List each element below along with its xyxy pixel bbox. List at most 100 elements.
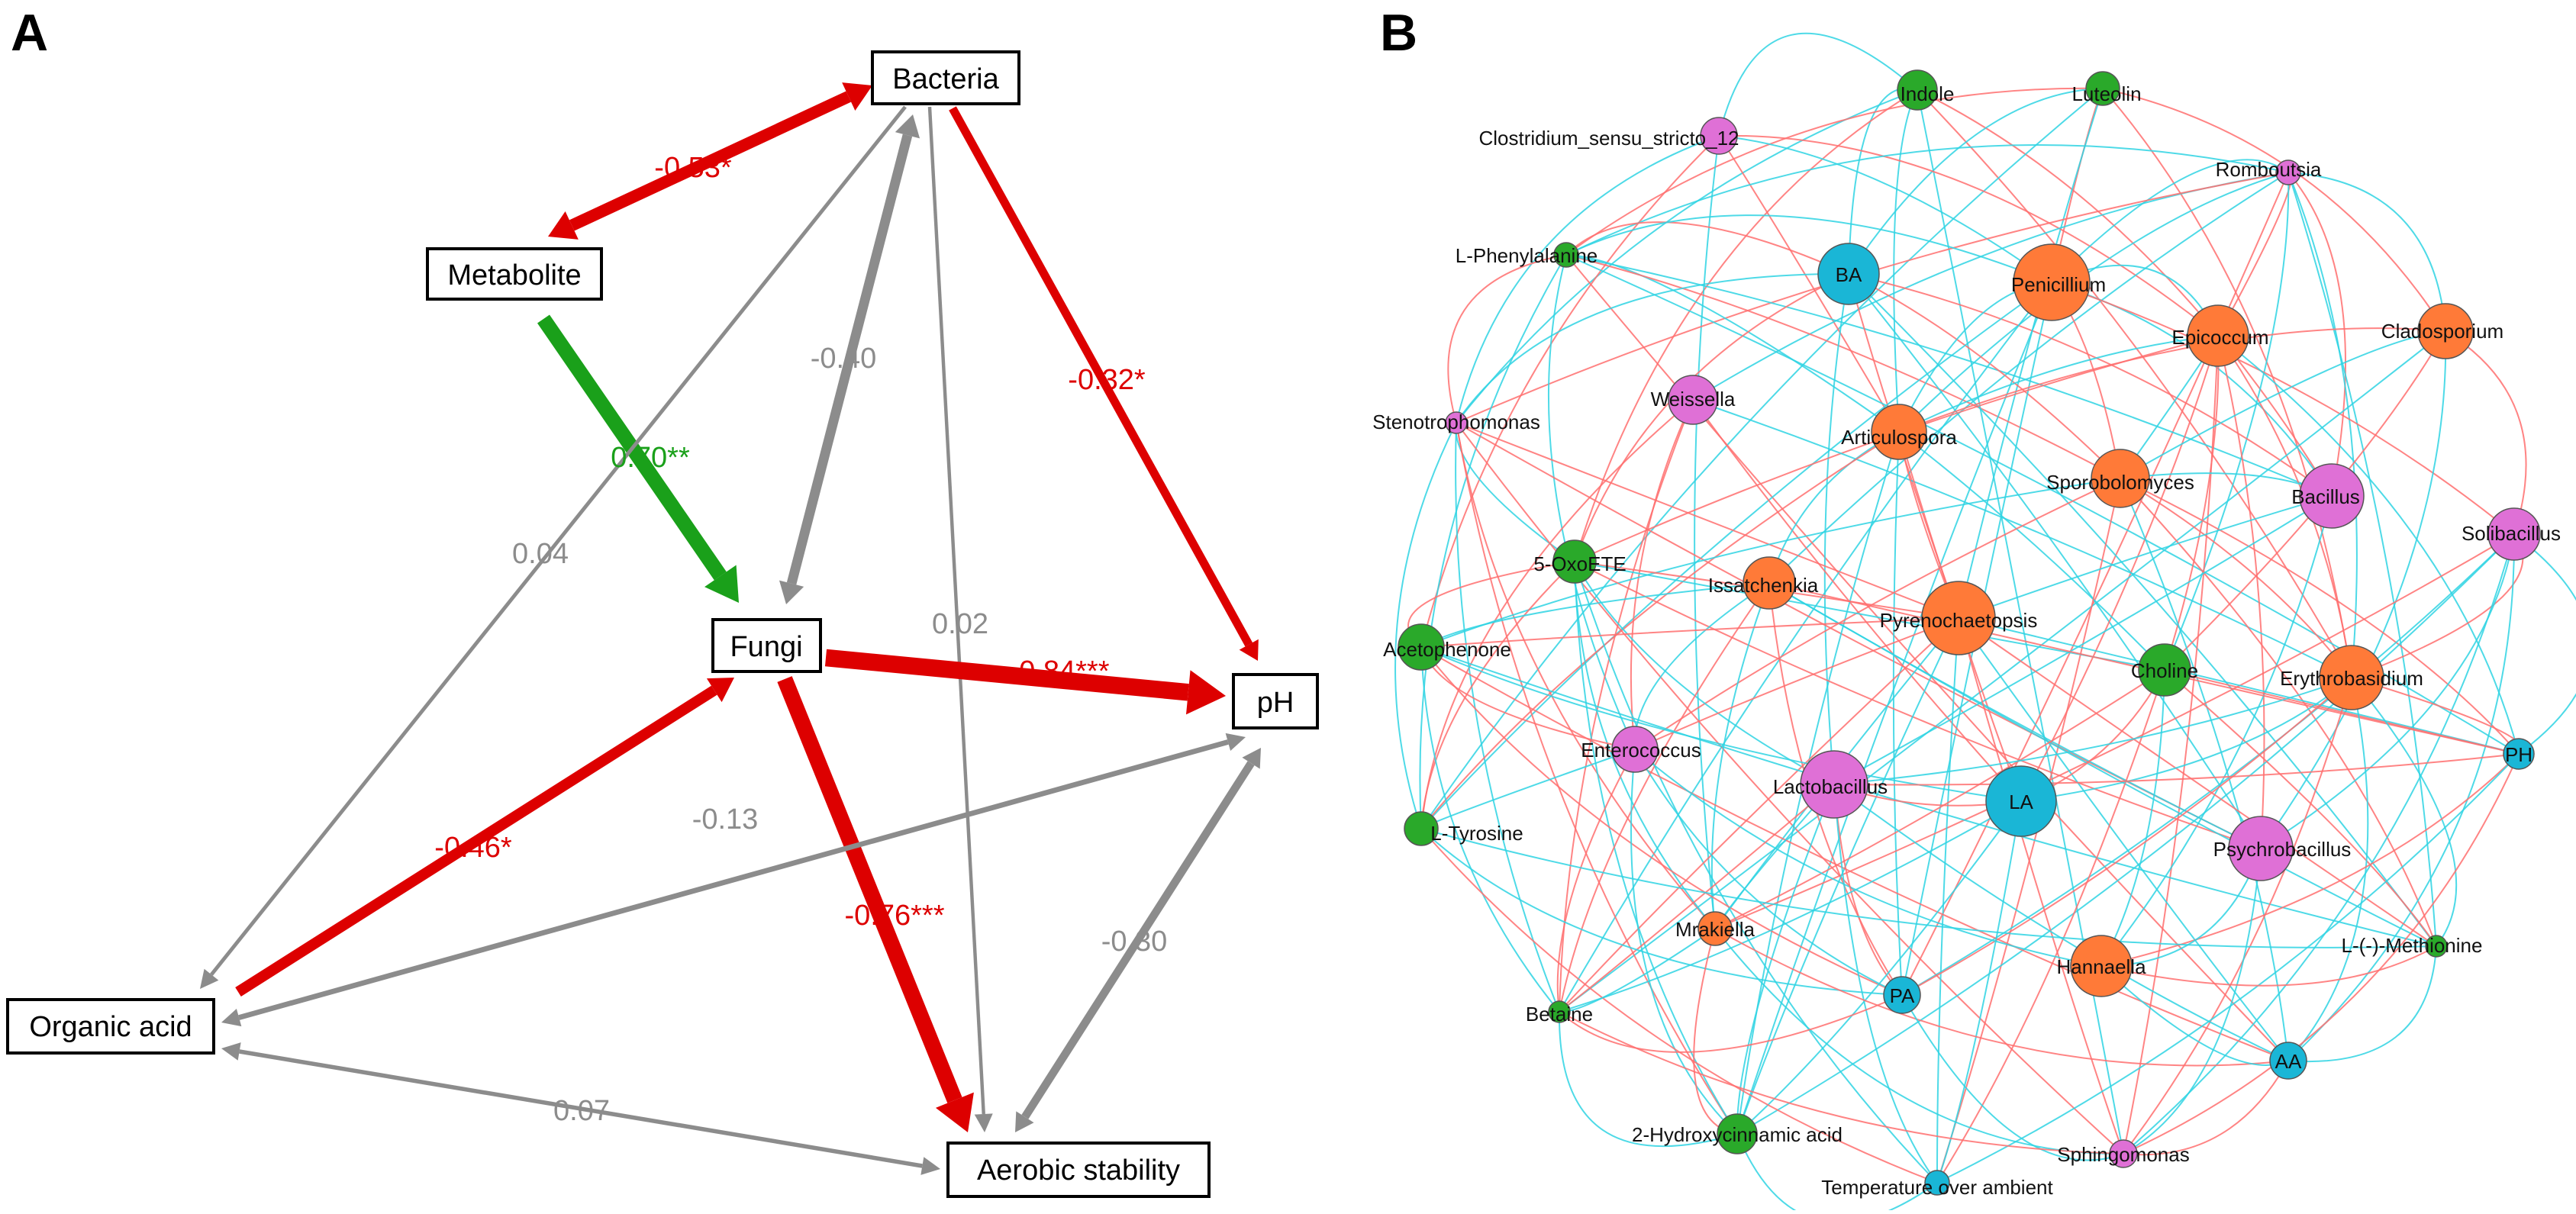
network-node-mrakiella [1697, 911, 1733, 946]
path-organic-acid-fungi-arrowhead [706, 678, 734, 703]
path-bacteria-metabolite-arrowhead-start [842, 82, 872, 111]
network-node-clostridium-sensu-stricto-12 [1700, 117, 1738, 155]
network-node-label-5-oxoete: 5-OxoETE [1533, 552, 1626, 575]
network-edge-131 [1559, 582, 1770, 1013]
path-organic-acid-ph-arrowhead [1225, 733, 1246, 752]
network-edges [1394, 32, 2576, 1214]
network-edge-181 [1420, 828, 1903, 996]
coefficient-label-ph-aerobic: -0.30 [1101, 926, 1168, 958]
network-node-label-2-hydroxycinnamic-acid: 2-Hydroxycinnamic acid [1632, 1123, 1843, 1146]
network-edge-108 [2513, 533, 2576, 755]
box-ph-frame [1232, 673, 1319, 729]
network-node-label-acetophenone: Acetophenone [1383, 638, 1511, 661]
network-edge-119 [1420, 561, 1575, 829]
network-edge-155 [2020, 677, 2352, 802]
network-node-sphingomonas [2109, 1139, 2138, 1168]
network-edge-99 [1634, 478, 2121, 750]
network-edge-79 [1420, 399, 1694, 829]
network-edge-160 [2123, 677, 2352, 1154]
network-edge-101 [2120, 478, 2437, 947]
network-edge-113 [1736, 533, 2515, 1135]
network-node-label-weissella: Weissella [1651, 388, 1736, 411]
network-node-label-l-phenylalanine: L-Phenylalanine [1456, 244, 1598, 267]
network-edge-3 [1893, 89, 1918, 433]
path-diagram-edges [200, 82, 1261, 1175]
network-edge-59 [1559, 282, 2052, 1013]
network-edge-141 [1936, 617, 1959, 1183]
network-node-penicillium [2013, 243, 2091, 321]
coefficient-label-bacteria-metabolite: -0.53* [654, 152, 732, 184]
coefficient-label-organic-acid-fungi: -0.46* [434, 832, 512, 864]
network-edge-43 [1565, 254, 2289, 1061]
box-aerobic-stability: Aerobic stability [946, 1142, 1211, 1198]
network-edge-51 [1848, 273, 2437, 947]
network-edge-85 [1456, 422, 1716, 929]
network-node-erythrobasidium [2319, 645, 2384, 710]
network-node-indole [1897, 69, 1938, 111]
network-edge-193 [1901, 994, 2124, 1161]
network-node-psychrobacillus [2228, 816, 2294, 881]
network-edge-30 [2164, 172, 2290, 671]
network-node-label-aa: AA [2275, 1050, 2302, 1073]
network-node-la [1985, 765, 2057, 837]
network-edge-159 [2287, 677, 2369, 1061]
network-edge-95 [1736, 431, 1900, 1135]
network-edge-192 [1559, 994, 1903, 1053]
network-edge-56 [2051, 282, 2515, 535]
network-edge-42 [1419, 254, 1567, 829]
network-edge-76 [1692, 399, 2352, 678]
network-edge-93 [1420, 431, 1900, 829]
network-node-aa [2269, 1042, 2307, 1080]
network-node-label-articulospora: Articulospora [1841, 426, 1957, 449]
network-edge-18 [1718, 135, 1900, 433]
path-bacteria-ph-arrowhead [1239, 639, 1259, 661]
network-node-luteolin [2085, 71, 2120, 106]
network-edge-24 [2287, 172, 2446, 332]
network-edge-14 [1420, 88, 2104, 829]
path-organic-acid-aerobic-arrowhead [920, 1157, 940, 1175]
path-organic-acid-ph-arrowhead-start [221, 1008, 242, 1027]
network-edge-171 [1833, 784, 2289, 1061]
network-edge-5 [1574, 89, 1918, 562]
network-node-ba [1817, 243, 1880, 305]
network-node-label-ba: BA [1836, 263, 1862, 286]
network-node-stenotrophomonas [1445, 411, 1468, 434]
network-edge-189 [2100, 945, 2437, 987]
network-edge-172 [1736, 784, 1835, 1135]
network-edge-20 [1694, 135, 1720, 929]
network-edge-83 [1394, 422, 1457, 829]
coefficient-label-bacteria-ph: -0.32* [1068, 364, 1146, 396]
network-edge-67 [2217, 335, 2520, 755]
path-ph-aerobic-line [1021, 761, 1255, 1119]
path-metabolite-fungi-arrowhead [704, 565, 739, 603]
box-metabolite-label: Metabolite [447, 259, 581, 291]
network-edge-9 [1848, 88, 2104, 275]
network-node-label-stenotrophomonas: Stenotrophomonas [1372, 411, 1540, 433]
network-edge-13 [2102, 88, 2352, 678]
path-bacteria-ph-line [949, 106, 1253, 647]
path-bacteria-organic-acid [200, 105, 907, 989]
network-edge-104 [1958, 495, 2333, 619]
network-node-label-ph: PH [2505, 743, 2532, 766]
network-edge-69 [2123, 335, 2219, 1154]
path-bacteria-fungi [779, 114, 920, 604]
network-edge-184 [2123, 848, 2262, 1154]
network-edge-151 [2100, 669, 2165, 967]
network-edge-87 [1456, 422, 1738, 1135]
network-edge-61 [1898, 335, 2219, 433]
network-edge-157 [2351, 677, 2458, 947]
network-node-label-choline: Choline [2131, 659, 2198, 682]
path-fungi-ph [824, 649, 1226, 715]
network-nodes [1398, 69, 2541, 1196]
path-bacteria-organic-acid-arrowhead [200, 968, 219, 989]
network-edge-72 [2445, 330, 2527, 535]
network-edge-147 [1420, 646, 2289, 1061]
path-bacteria-metabolite-line [569, 91, 852, 231]
network-node-label-luteolin: Luteolin [2071, 82, 2141, 105]
network-edge-16 [1718, 134, 2219, 337]
network-edge-4 [1917, 89, 2333, 497]
